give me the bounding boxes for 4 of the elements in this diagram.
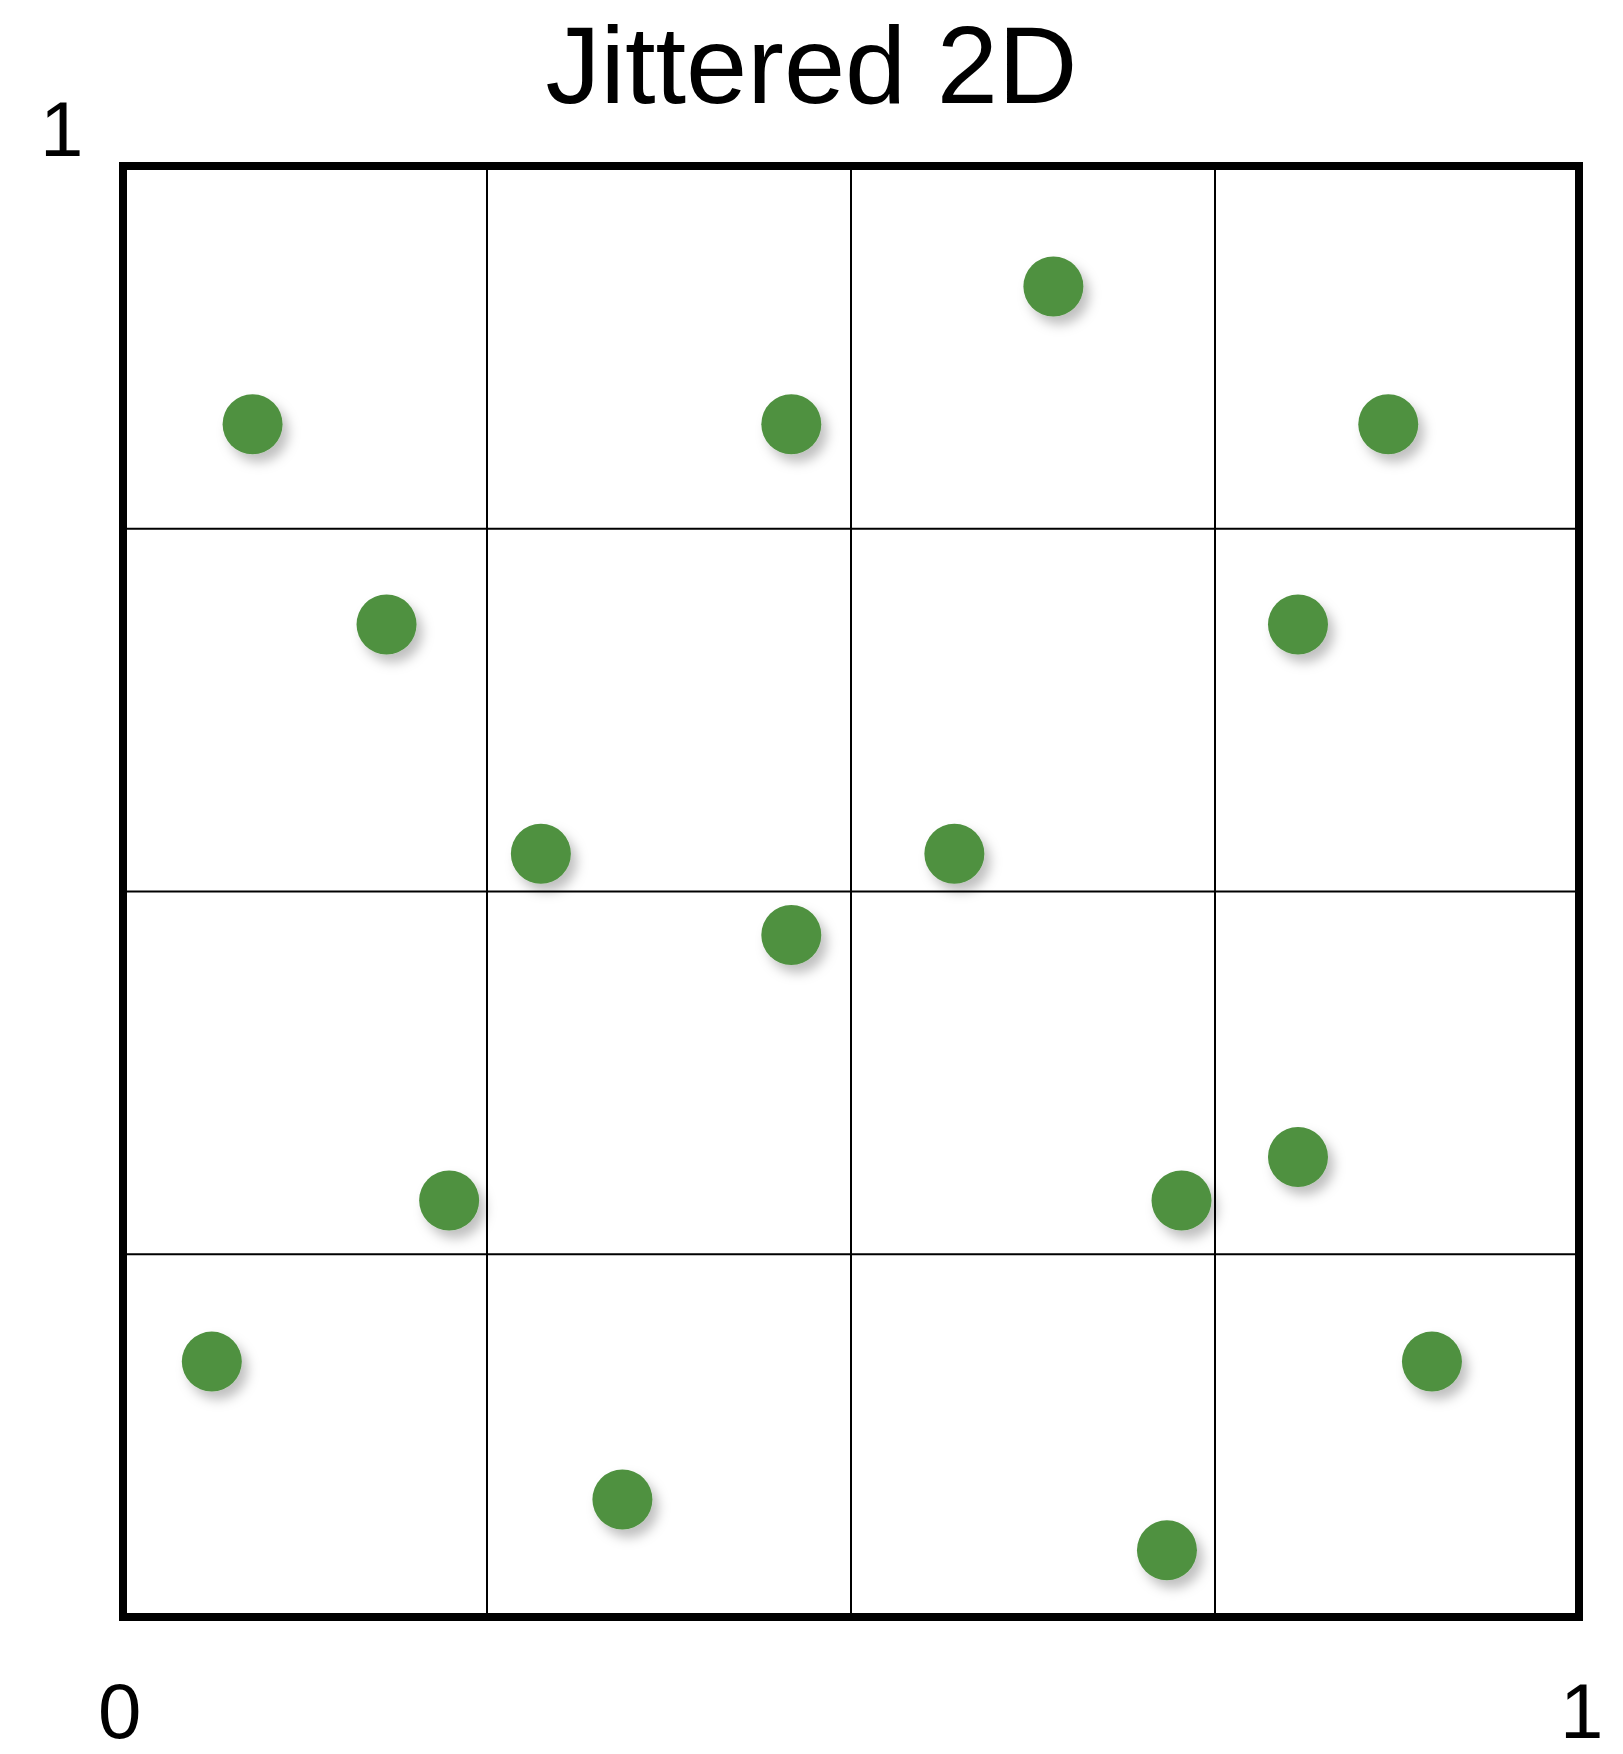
axis-end-label: 0: [98, 1672, 142, 1750]
chart-title: Jittered 2D: [544, 10, 1079, 120]
axis-end-label: 1: [1560, 1672, 1604, 1750]
axis-end-label: 1: [40, 90, 84, 168]
